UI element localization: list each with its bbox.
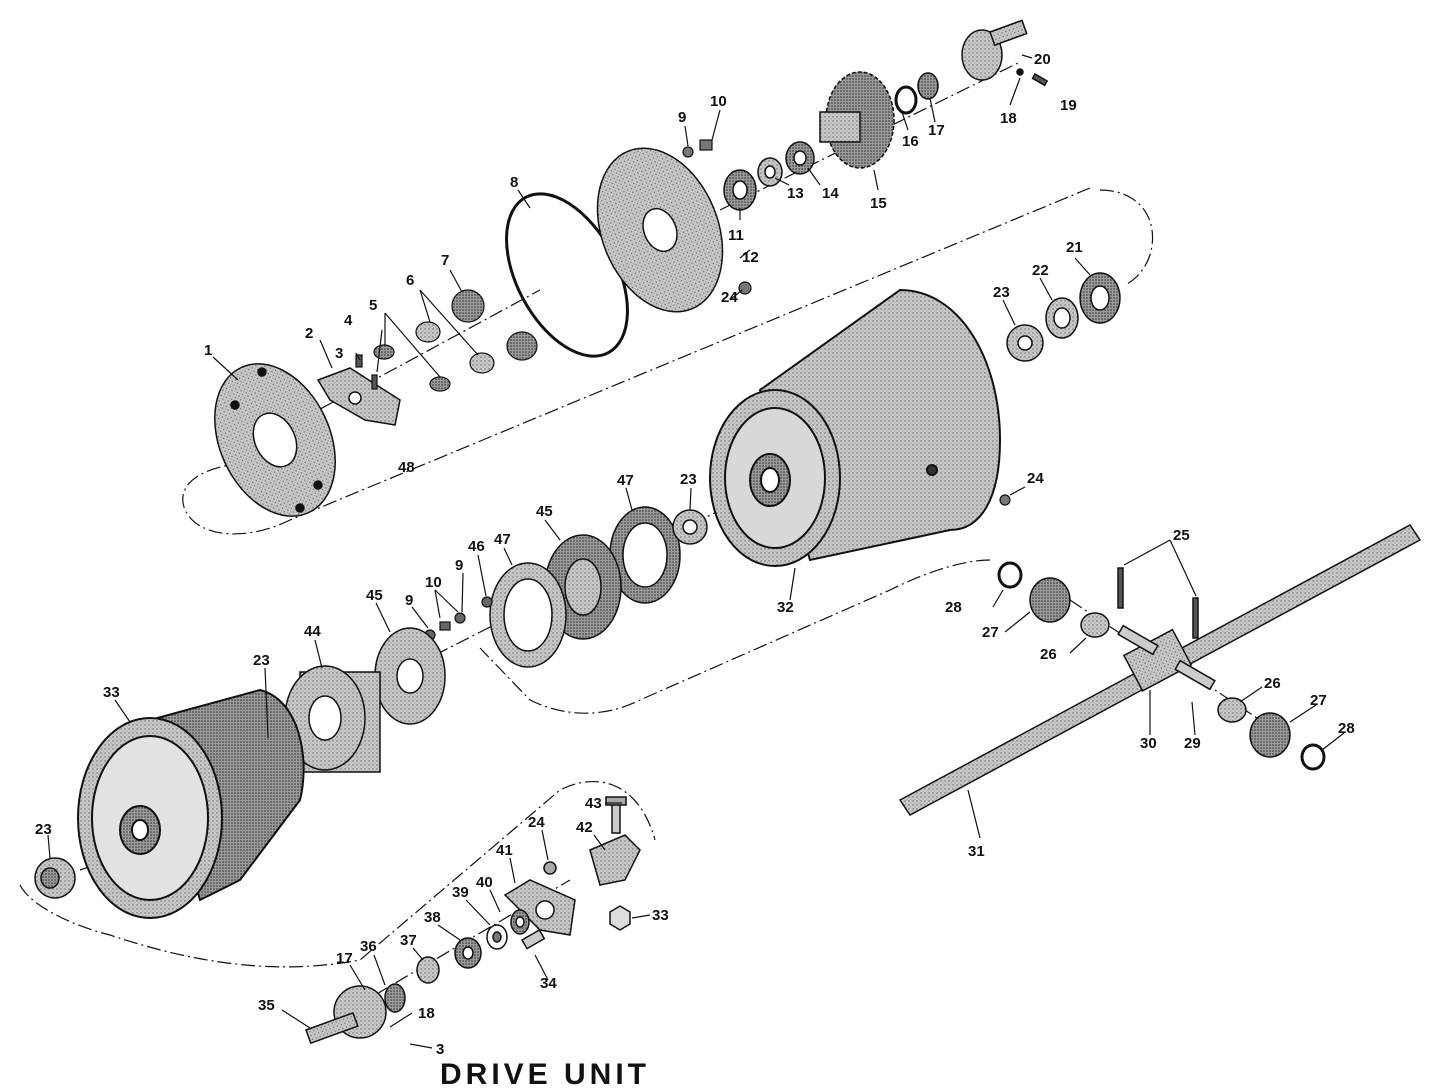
- callout-36: 36: [360, 938, 377, 955]
- mid-rings-45-47: [489, 506, 708, 668]
- callout-6: 6: [406, 272, 414, 289]
- upper-bolts: [682, 139, 752, 295]
- callout-32: 32: [777, 599, 794, 616]
- part-1-end-plate: [214, 363, 336, 517]
- callout-29: 29: [1184, 735, 1201, 752]
- callout-44: 44: [304, 623, 321, 640]
- mid-small-hardware: [424, 596, 493, 641]
- bearings-11-13-14: [723, 141, 815, 211]
- callout-13: 13: [787, 185, 804, 202]
- diagram-caption: DRIVE UNIT: [440, 1060, 651, 1090]
- callout-10-mid: 10: [425, 574, 442, 591]
- callout-22: 22: [1032, 262, 1049, 279]
- callout-9-mid: 9: [455, 557, 463, 574]
- callout-39: 39: [452, 884, 469, 901]
- parts-16-17-20: [894, 19, 1049, 115]
- callout-16: 16: [902, 133, 919, 150]
- bearings-21-22-23: [1006, 272, 1121, 362]
- callout-45-upper: 45: [536, 503, 553, 520]
- callout-48: 48: [398, 459, 415, 476]
- part-2-bracket: [316, 367, 401, 426]
- callout-2: 2: [305, 325, 313, 342]
- lower-hardware-34-43: [305, 796, 641, 1045]
- small-hardware-upper: [355, 289, 538, 392]
- callout-10: 10: [710, 93, 727, 110]
- callout-12: 12: [742, 249, 759, 266]
- callout-25: 25: [1173, 527, 1190, 544]
- callout-46: 46: [468, 538, 485, 555]
- parts-25-31-axle-assembly: [898, 524, 1422, 816]
- callout-11: 11: [728, 227, 744, 244]
- callout-5: 5: [369, 297, 377, 314]
- callout-3-lower: 3: [436, 1041, 444, 1058]
- part-33-housing: [77, 688, 305, 919]
- part-23-lower-bearing: [34, 857, 76, 899]
- callout-9-lower: 9: [405, 592, 413, 609]
- callout-17-lower: 17: [336, 950, 353, 967]
- callout-34: 34: [540, 975, 557, 992]
- callout-24-lower: 24: [528, 814, 545, 831]
- part-32-drum: [709, 288, 1002, 567]
- callout-26-upper: 26: [1040, 646, 1057, 663]
- callout-17: 17: [928, 122, 945, 139]
- callout-43: 43: [585, 795, 602, 812]
- callout-28-upper: 28: [945, 599, 962, 616]
- callout-7: 7: [441, 252, 449, 269]
- callout-45-lower: 45: [366, 587, 383, 604]
- callout-24-drum: 24: [1027, 470, 1044, 487]
- callout-26-lower: 26: [1264, 675, 1281, 692]
- part-24-drum-bolt: [999, 494, 1011, 506]
- callout-23-lower: 23: [253, 652, 270, 669]
- callout-14: 14: [822, 185, 839, 202]
- callout-47-lower: 47: [494, 531, 511, 548]
- callout-23-left: 23: [35, 821, 52, 838]
- callout-23-upper: 23: [993, 284, 1010, 301]
- callout-24-upper: 24: [721, 289, 738, 306]
- callout-4: 4: [344, 312, 353, 329]
- callout-23-mid: 23: [680, 471, 697, 488]
- callout-27-upper: 27: [982, 624, 999, 641]
- callout-40: 40: [476, 874, 493, 891]
- leader-lines: [47, 54, 1345, 1049]
- callout-27-lower: 27: [1310, 692, 1327, 709]
- part-12-cover-plate: [596, 147, 724, 313]
- callout-28-lower: 28: [1338, 720, 1355, 737]
- callout-labels: 1 2 3 4 5 6 7 8 9 10 11 12 13 14 15 16 1…: [35, 51, 1355, 1058]
- callout-1: 1: [204, 342, 212, 359]
- callout-33-nut: 33: [652, 907, 669, 924]
- callout-20: 20: [1034, 51, 1051, 68]
- callout-8: 8: [510, 174, 518, 191]
- callout-21: 21: [1066, 239, 1083, 256]
- callout-3: 3: [335, 345, 343, 362]
- callout-9: 9: [678, 109, 686, 126]
- callout-30: 30: [1140, 735, 1157, 752]
- callout-47-upper: 47: [617, 472, 634, 489]
- callout-18-lower: 18: [418, 1005, 435, 1022]
- callout-37: 37: [400, 932, 417, 949]
- part-15-sprocket: [819, 71, 895, 169]
- callout-38: 38: [424, 909, 441, 926]
- callout-31: 31: [968, 843, 985, 860]
- callout-41: 41: [496, 842, 513, 859]
- callout-15: 15: [870, 195, 887, 212]
- callout-18: 18: [1000, 110, 1017, 127]
- callout-42: 42: [576, 819, 593, 836]
- callout-19: 19: [1060, 97, 1077, 114]
- callout-35: 35: [258, 997, 275, 1014]
- callout-33: 33: [103, 684, 120, 701]
